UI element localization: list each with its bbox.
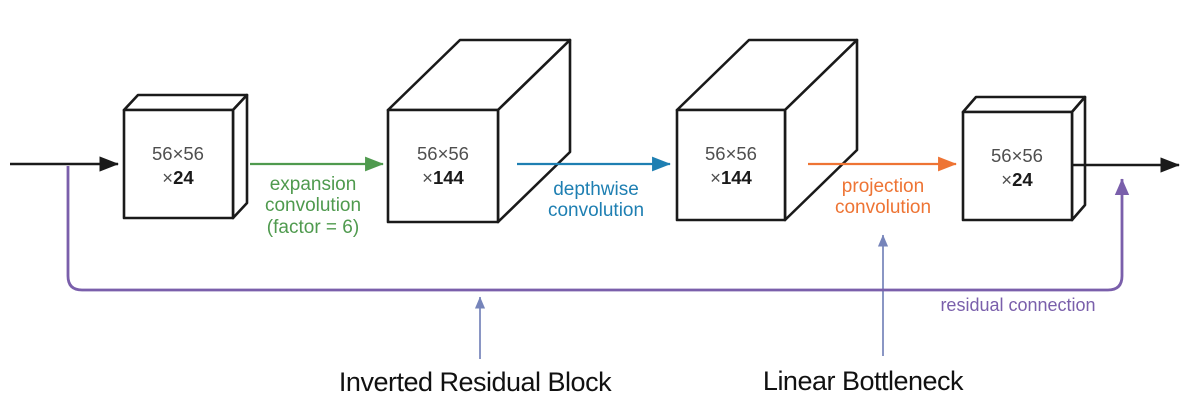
depthwise-label-line1: depthwise: [553, 179, 639, 200]
box4-front-face: [961, 110, 1074, 222]
box3-size-label: 56×56: [705, 143, 757, 164]
projection-label-line2: convolution: [835, 197, 931, 218]
linear-bottleneck-caption: Linear Bottleneck: [763, 366, 964, 396]
box4-channels-value: 24: [1012, 169, 1033, 190]
feature-map-box-1: [122, 93, 249, 220]
box2-times-sign: ×: [422, 167, 433, 188]
box3-times-sign: ×: [710, 167, 721, 188]
box4-side-face: [1070, 95, 1087, 222]
depthwise-label-line2: convolution: [548, 200, 644, 221]
box3-channels-value: 144: [721, 167, 753, 188]
box1-times-sign: ×: [162, 167, 173, 188]
expansion-label-line2: convolution: [265, 195, 361, 216]
box4-times-sign: ×: [1001, 169, 1012, 190]
box1-size-label: 56×56: [152, 143, 204, 164]
depthwise-convolution-label: depthwise convolution: [548, 179, 644, 221]
box1-channels-label: ×24: [162, 167, 194, 188]
box1-channels-value: 24: [173, 167, 194, 188]
box4-top-face: [961, 95, 1087, 114]
box2-front-face: [386, 108, 500, 224]
box2-channels-value: 144: [433, 167, 465, 188]
feature-map-box-3: [675, 38, 859, 222]
box3-channels-label: ×144: [710, 167, 752, 188]
expansion-label-line1: expansion: [270, 174, 357, 195]
box2-channels-label: ×144: [422, 167, 464, 188]
box1-side-face: [231, 93, 249, 220]
box1-top-face: [122, 93, 249, 112]
feature-map-box-2: [386, 38, 572, 224]
box4-channels-label: ×24: [1001, 169, 1033, 190]
residual-connection-label: residual connection: [940, 295, 1095, 315]
inverted-residual-block-caption: Inverted Residual Block: [339, 367, 612, 397]
expansion-convolution-label: expansion convolution (factor = 6): [265, 174, 361, 238]
box3-front-face: [675, 108, 787, 222]
projection-label-line1: projection: [842, 176, 924, 197]
projection-convolution-label: projection convolution: [835, 176, 931, 218]
feature-map-box-4: [961, 95, 1087, 222]
box2-size-label: 56×56: [417, 143, 469, 164]
expansion-label-line3: (factor = 6): [267, 217, 359, 238]
residual-connection-path: [66, 166, 1130, 292]
box1-front-face: [122, 108, 235, 220]
box4-size-label: 56×56: [991, 145, 1043, 166]
